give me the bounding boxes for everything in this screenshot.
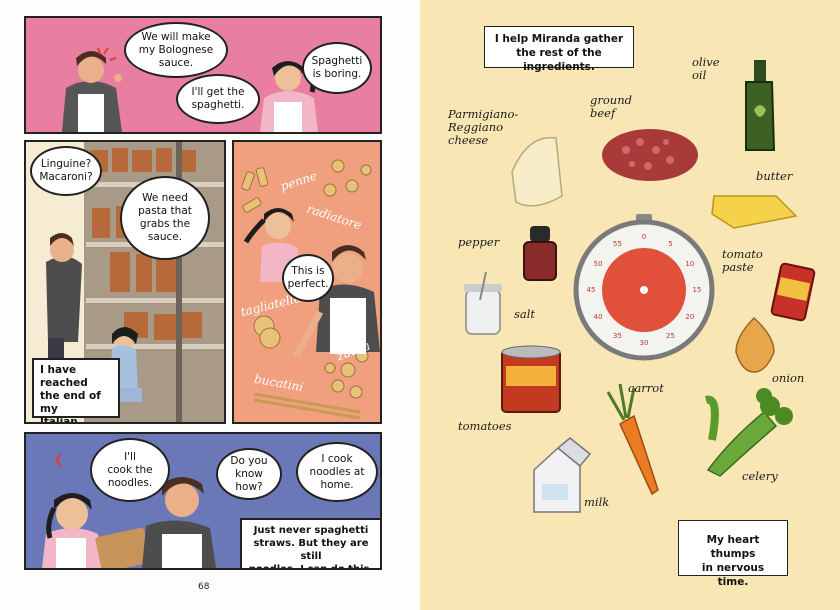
woman-left-figure xyxy=(62,51,122,132)
caption-spaghetti-straws: Just never spaghetti straws. But they ar… xyxy=(240,518,380,568)
label-olive-oil: olive oil xyxy=(692,55,720,82)
panel4-illustration xyxy=(42,453,216,568)
label-milk: milk xyxy=(584,495,610,509)
label-salt: salt xyxy=(514,307,536,321)
speech-bubble-get-spaghetti: I'll get the spaghetti. xyxy=(176,74,260,124)
label-parmigiano: Parmigiano- Reggiano cheese xyxy=(448,107,519,147)
timer-tick-45: 45 xyxy=(586,286,596,294)
caption-heart-thumps: My heart thumps in nervous time. xyxy=(678,520,788,588)
speech-bubble-know-how: Do you know how? xyxy=(216,448,282,500)
label-carrot: carrot xyxy=(628,381,664,395)
speech-bubble-cook-at-home: I cook noodles at home. xyxy=(296,442,378,502)
timer-tick-30: 30 xyxy=(639,339,649,347)
timer-tick-35: 35 xyxy=(613,331,622,340)
label-celery: celery xyxy=(742,469,778,483)
panel-pasta-types: penne radiatore tagliatelle zucca bucati… xyxy=(232,140,382,424)
carrot-icon xyxy=(606,383,659,496)
timer-tick-15: 15 xyxy=(692,286,702,294)
right-ingredients-page: I help Miranda gather the rest of the in… xyxy=(420,0,840,610)
timer-tick-10: 10 xyxy=(685,259,695,268)
label-tomato-paste: tomato paste xyxy=(722,247,763,274)
speech-bubble-perfect: This is perfect. xyxy=(282,254,334,302)
tomato-paste-icon xyxy=(770,262,816,322)
ingredients-illustration xyxy=(464,60,816,513)
girl-right-figure xyxy=(260,61,318,132)
speech-bubble-cook-noodles: I'll cook the noodles. xyxy=(90,438,170,502)
speech-bubble-grabs-sauce: We need pasta that grabs the sauce. xyxy=(120,176,210,260)
butter-icon xyxy=(711,195,798,229)
speech-bubble-spaghetti-boring: Spaghetti is boring. xyxy=(302,42,372,94)
label-tomatoes: tomatoes xyxy=(458,419,512,433)
celery-icon xyxy=(704,388,793,477)
timer-tick-50: 50 xyxy=(593,259,603,268)
milk-icon xyxy=(533,437,592,513)
left-comic-page: We will make my Bolognese sauce. I'll ge… xyxy=(24,16,382,592)
parmesan-icon xyxy=(511,136,563,207)
label-butter: butter xyxy=(756,169,793,183)
caption-pasta-knowledge: I have reached the end of my Italian pas… xyxy=(32,358,120,422)
ground-beef-icon xyxy=(602,129,698,181)
timer-tick-25: 25 xyxy=(666,331,675,340)
kitchen-timer-icon xyxy=(573,214,715,361)
panel-bolognese: We will make my Bolognese sauce. I'll ge… xyxy=(24,16,382,134)
timer-tick-40: 40 xyxy=(593,312,603,321)
timer-tick-5: 5 xyxy=(668,240,673,249)
speech-bubble-linguine: Linguine? Macaroni? xyxy=(30,146,102,196)
label-onion: onion xyxy=(772,371,805,385)
label-pepper: pepper xyxy=(458,235,500,249)
onion-icon xyxy=(735,316,775,373)
pepper-icon xyxy=(523,226,557,281)
canned-tomatoes-icon xyxy=(501,345,561,413)
salt-icon xyxy=(464,271,502,335)
panel1-illustration xyxy=(62,47,318,132)
timer-tick-55: 55 xyxy=(613,240,622,249)
panel-pasta-shelves: Linguine? Macaroni? We need pasta that g… xyxy=(24,140,226,424)
panel-cook-noodles: I'll cook the noodles. Do you know how? … xyxy=(24,432,382,570)
label-ground-beef: ground beef xyxy=(590,93,632,120)
panel3-illustration xyxy=(241,159,380,420)
timer-tick-20: 20 xyxy=(685,312,695,321)
page-number: 68 xyxy=(198,582,210,592)
timer-tick-0: 0 xyxy=(641,233,647,241)
speech-bubble-bolognese: We will make my Bolognese sauce. xyxy=(124,22,228,78)
olive-oil-icon xyxy=(745,60,776,151)
caption-gather-ingredients: I help Miranda gather the rest of the in… xyxy=(484,26,634,73)
